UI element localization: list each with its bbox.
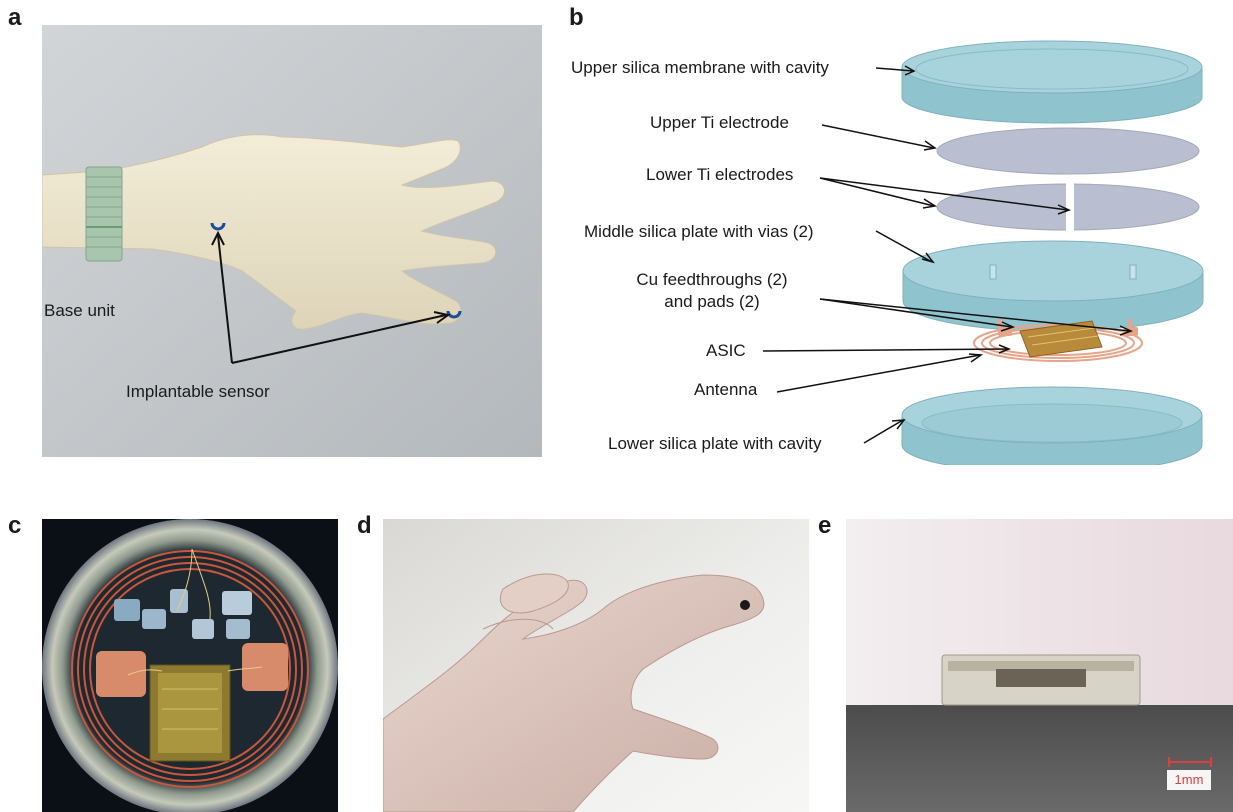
panel-label-c: c [8, 512, 21, 540]
label-cu-feedthroughs-line2: and pads (2) [612, 292, 812, 312]
implanted-sensor-dot [740, 600, 750, 610]
label-upper-silica-membrane: Upper silica membrane with cavity [571, 58, 829, 78]
sensor-side-profile [942, 655, 1140, 705]
scale-bar [1165, 755, 1215, 769]
scale-bar-label: 1mm [1167, 770, 1211, 790]
label-middle-silica-plate: Middle silica plate with vias (2) [584, 222, 814, 242]
label-asic: ASIC [706, 341, 746, 361]
asic-die [150, 665, 230, 761]
label-lower-silica-plate: Lower silica plate with cavity [608, 434, 822, 454]
panel-label-d: d [357, 512, 372, 540]
label-upper-ti-electrode: Upper Ti electrode [650, 113, 789, 133]
panel-label-e: e [818, 512, 831, 540]
panel-d-photo-gloved-hand [383, 519, 809, 812]
copper-pad-right [242, 643, 288, 691]
panel-c-photo-sensor-topview [42, 519, 338, 812]
copper-pad-left [96, 651, 146, 697]
label-cu-feedthroughs-line1: Cu feedthroughs (2) [612, 270, 812, 290]
label-lower-ti-electrodes: Lower Ti electrodes [646, 165, 793, 185]
label-antenna: Antenna [694, 380, 757, 400]
